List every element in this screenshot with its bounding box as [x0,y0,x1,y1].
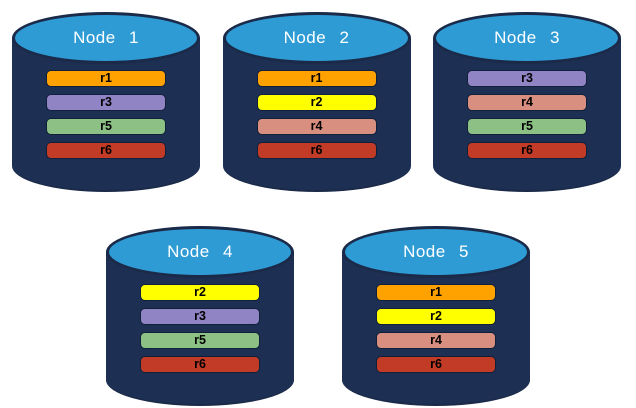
database-node-2: Node 2 r1 r2 r4 r6 [222,4,411,192]
replica-list: r2 r3 r5 r6 [140,284,260,373]
replica-bar: r6 [256,142,377,159]
replica-bar: r4 [467,94,587,111]
replica-bar: r6 [467,142,587,159]
node-row-top: Node 1 r1 r3 r5 r6 Node 2 [0,0,636,192]
replica-bar: r2 [256,94,377,111]
replica-label: r2 [310,95,323,110]
replica-label: r4 [430,333,442,348]
database-node-1: Node 1 r1 r3 r5 r6 [12,4,200,192]
replica-bar: r3 [140,308,260,325]
replica-label: r5 [100,119,112,134]
replica-bar: r4 [256,118,377,135]
replica-label: r6 [100,143,112,158]
cylinder-top: Node 3 [433,12,621,64]
replica-label: r6 [310,143,323,158]
replica-list: r1 r2 r4 r6 [376,284,496,373]
replica-label: r5 [194,333,206,348]
replica-bar: r2 [376,308,496,325]
replica-label: r6 [521,143,533,158]
replica-list: r1 r2 r4 r6 [256,70,377,159]
replica-label: r3 [521,71,533,86]
cylinder-top: Node 4 [106,226,294,278]
replica-bar: r4 [376,332,496,349]
replica-bar: r1 [376,284,496,301]
replica-label: r3 [194,309,206,324]
replica-bar: r1 [46,70,166,87]
database-node-4: Node 4 r2 r3 r5 r6 [106,218,294,406]
replica-label: r2 [430,309,442,324]
node-row-bottom: Node 4 r2 r3 r5 r6 Node 5 [0,218,636,406]
replica-list: r1 r3 r5 r6 [46,70,166,159]
replica-list: r3 r4 r5 r6 [467,70,587,159]
replica-label: r3 [100,95,112,110]
node-title: Node 3 [494,28,560,47]
replica-bar: r6 [140,356,260,373]
replica-label: r5 [521,119,533,134]
replica-bar: r5 [46,118,166,135]
replica-bar: r2 [140,284,260,301]
cylinder-top: Node 2 [222,12,411,64]
database-node-5: Node 5 r1 r2 r4 r6 [342,218,530,406]
replica-label: r1 [310,71,323,86]
database-node-3: Node 3 r3 r4 r5 r6 [433,4,621,192]
replica-bar: r3 [467,70,587,87]
node-title: Node 5 [403,242,469,261]
replica-bar: r1 [256,70,377,87]
replica-bar: r5 [467,118,587,135]
cylinder-top: Node 5 [342,226,530,278]
node-title: Node 2 [283,28,350,47]
replica-label: r4 [521,95,533,110]
replica-label: r1 [430,285,442,300]
replica-label: r1 [100,71,112,86]
replica-bar: r6 [376,356,496,373]
cylinder-top: Node 1 [12,12,200,64]
replica-label: r6 [194,357,206,372]
replica-bar: r6 [46,142,166,159]
replica-label: r6 [430,357,442,372]
replica-bar: r3 [46,94,166,111]
replica-bar: r5 [140,332,260,349]
replica-label: r4 [310,119,323,134]
node-title: Node 4 [167,242,233,261]
replica-label: r2 [194,285,206,300]
node-title: Node 1 [73,28,139,47]
